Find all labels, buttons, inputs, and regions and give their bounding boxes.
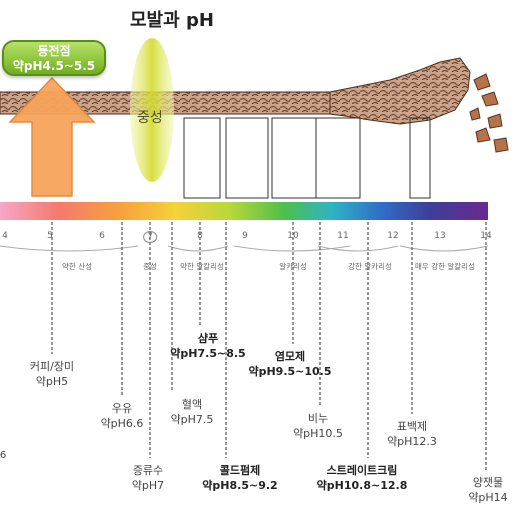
ph-zone-label: 매우 강한 알칼리성 (415, 262, 475, 271)
substance-ph-lye: 약pH14 (468, 491, 508, 504)
ph-tick-label: 14 (480, 231, 492, 241)
substance-ph-shampoo: 약pH7.5~8.5 (170, 347, 246, 360)
range-boxes (183, 117, 431, 199)
substance-name-milk: 우유 (111, 402, 133, 415)
substance-name-coffee: 커피/장미 (29, 360, 75, 373)
substance-name-cold-perm: 콜드펌제 (219, 464, 261, 477)
ph-tick-label: 4 (2, 231, 8, 241)
zone-bracket (167, 245, 229, 252)
ph-tick-label: 6 (99, 231, 105, 241)
ph-zone-label: 중성 (143, 262, 157, 271)
zone-bracket (233, 245, 351, 252)
cutoff-text: 6 (0, 450, 7, 461)
substance-ph-soap: 약pH10.5 (293, 427, 343, 440)
hair-fragments (469, 73, 509, 153)
ph-tick-label: 9 (242, 231, 248, 241)
ph-tick-label: 10 (287, 231, 299, 241)
ph-zone-label: 알카리성 (279, 262, 307, 271)
isoelectric-badge: 등전점 약pH4.5~5.5 (2, 40, 106, 76)
ph-tick-label: 8 (197, 231, 203, 241)
neutral-band (130, 38, 174, 182)
ph-zone-label: 강한 알카리성 (348, 262, 392, 271)
ph-spectrum-bar (0, 202, 488, 220)
zone-bracket (0, 245, 139, 252)
substance-name-soap: 비누 (307, 412, 329, 425)
ph-zone-label: 약한 산성 (62, 262, 92, 271)
ph-tick-label: 11 (337, 231, 349, 241)
ph-tick-label: 13 (434, 231, 446, 241)
ph-zone-label: 약한 알칼리성 (180, 262, 224, 271)
substance-ph-straightening-cream: 약pH10.8~12.8 (316, 479, 408, 492)
substance-ph-bleach: 약pH12.3 (387, 435, 437, 448)
substance-name-shampoo: 샴푸 (197, 332, 219, 345)
substance-ph-dye: 약pH9.5~10.5 (248, 365, 332, 378)
substance-name-straightening-cream: 스트레이트크림 (326, 464, 398, 477)
substance-ph-milk: 약pH6.6 (100, 417, 144, 430)
zone-bracket (399, 245, 489, 252)
substance-name-lye: 양잿물 (472, 476, 504, 489)
ph-tick-label: 12 (387, 231, 399, 241)
substance-name-bleach: 표백제 (396, 420, 428, 433)
zone-bracket (317, 245, 399, 252)
substance-name-dye: 염모제 (274, 350, 306, 363)
substance-ph-cold-perm: 약pH8.5~9.2 (202, 479, 278, 492)
substance-name-distilled-water: 증류수 (132, 464, 164, 477)
ph-tick-label: 5 (47, 231, 53, 241)
substance-ph-coffee: 약pH5 (35, 375, 69, 388)
isoelectric-label: 등전점 (37, 44, 71, 58)
ph-tick-label: 7 (143, 231, 157, 243)
substance-ph-distilled-water: 약pH7 (131, 479, 165, 492)
isoelectric-range: 약pH4.5~5.5 (12, 59, 96, 73)
substance-ph-blood: 약pH7.5 (170, 413, 214, 426)
page-title: 모발과 pH (130, 10, 214, 31)
neutral-band-label: 중성 (137, 110, 163, 126)
substance-name-blood: 혈액 (181, 398, 203, 411)
up-arrow (8, 76, 96, 197)
hair-frayed-end (329, 57, 471, 125)
